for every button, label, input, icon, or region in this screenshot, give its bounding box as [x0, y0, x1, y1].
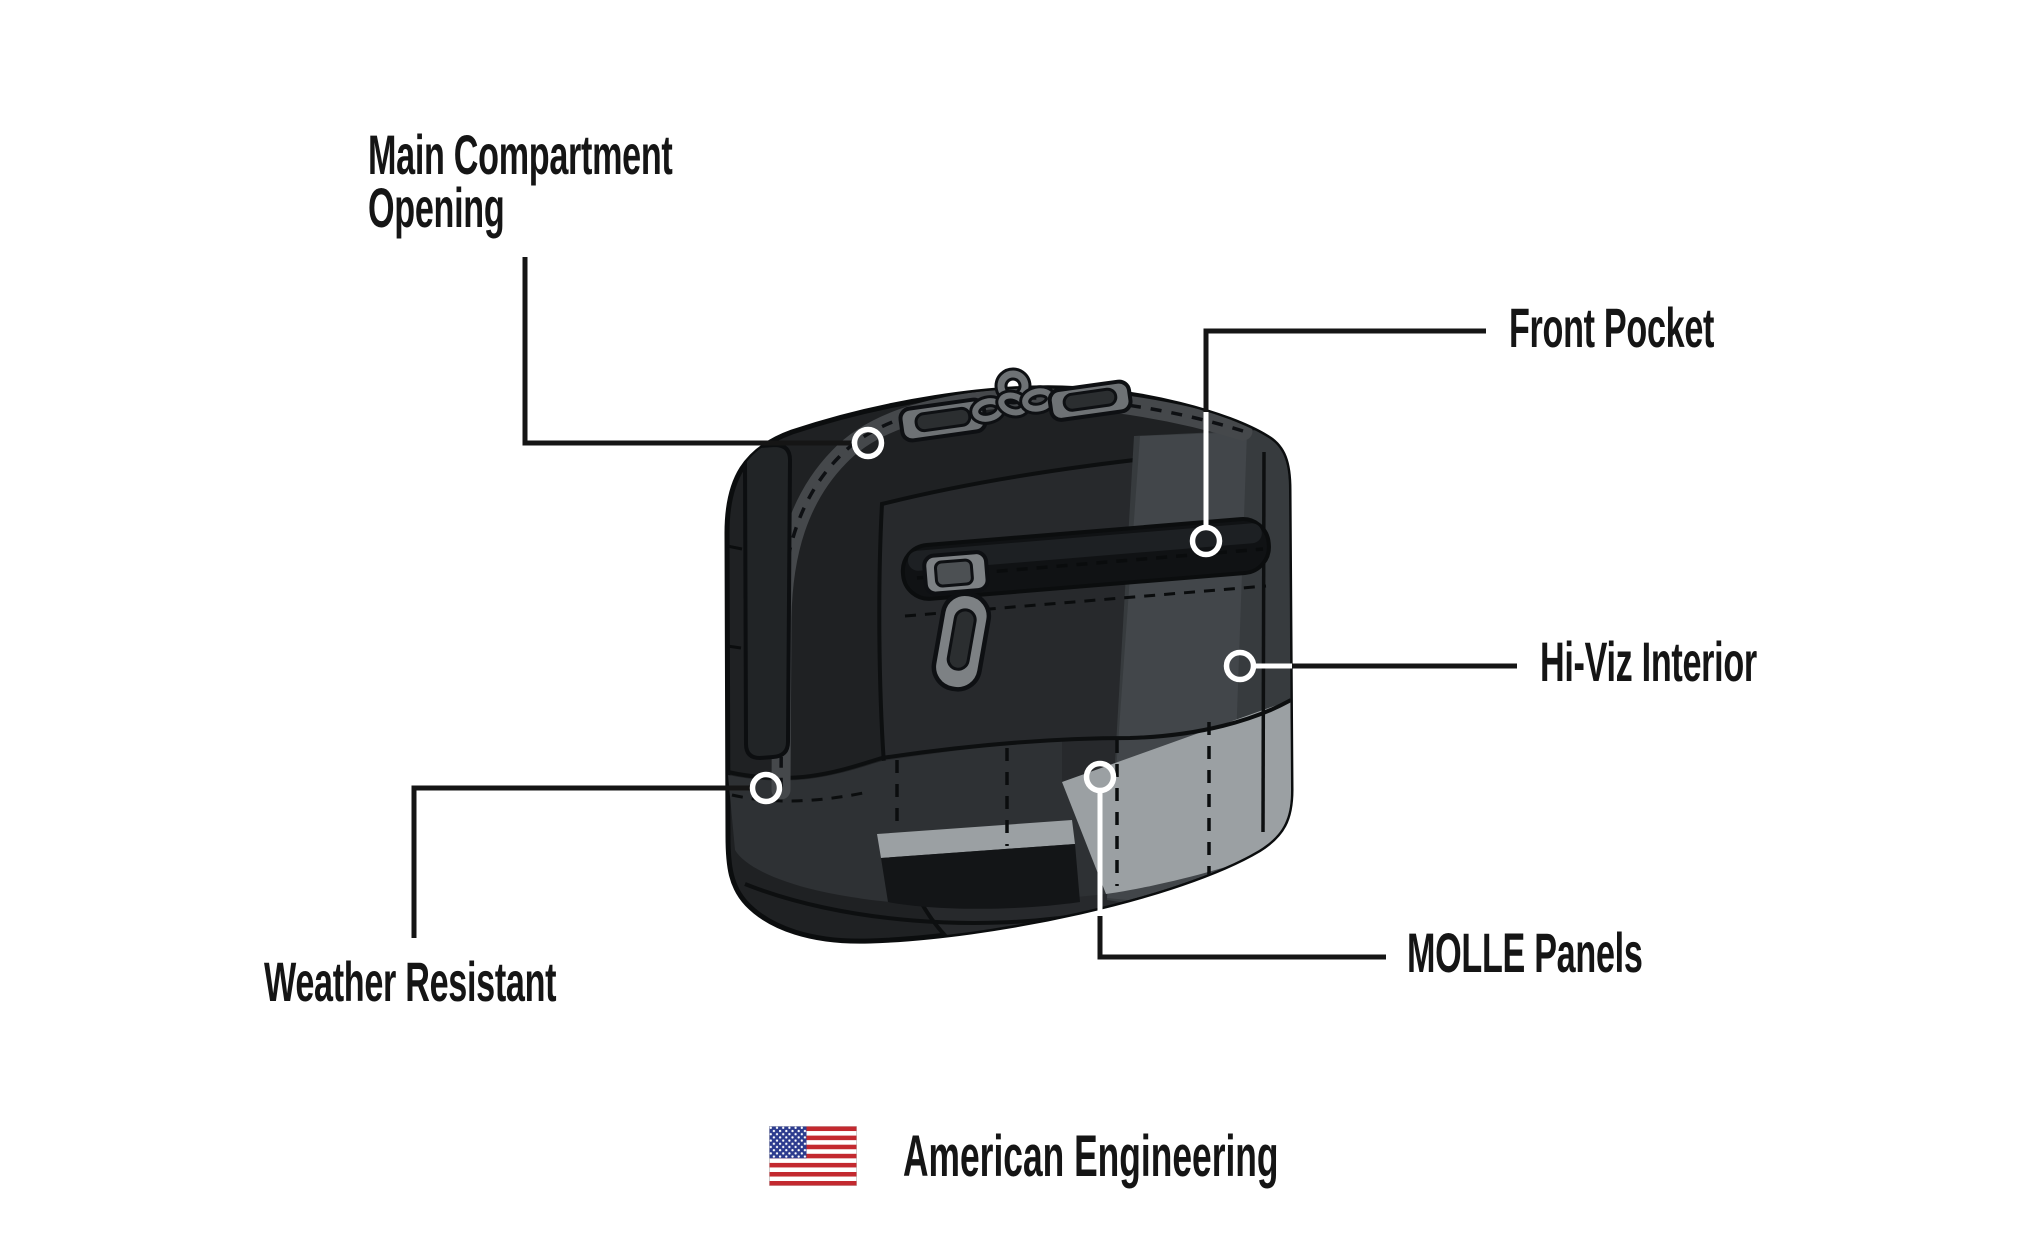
label-main-compartment-opening: Main Compartment Opening — [368, 123, 673, 239]
label-main-line2: Opening — [368, 176, 505, 239]
leader-lines — [411, 257, 1517, 960]
feature-markers — [749, 426, 1257, 805]
label-main-line1: Main Compartment — [368, 123, 673, 186]
label-hi-viz-interior: Hi-Viz Interior — [1540, 630, 1757, 693]
marker-front-pocket — [1189, 524, 1223, 558]
marker-weather-resistant — [749, 771, 783, 805]
label-molle-panels: MOLLE Panels — [1407, 921, 1643, 984]
marker-main-compartment — [851, 426, 885, 460]
molle-stitches — [895, 722, 1211, 886]
footer-tagline: American Engineering — [903, 1124, 1279, 1189]
zipper-slider — [922, 550, 990, 596]
top-zipper-hardware — [898, 367, 1133, 443]
hi-viz-floor — [1062, 700, 1291, 894]
zipper-pull-tab — [931, 591, 992, 692]
label-weather-resistant: Weather Resistant — [264, 950, 557, 1013]
pouch-body — [724, 367, 1294, 944]
us-flag-icon — [769, 1126, 857, 1186]
marker-hi-viz-interior — [1223, 649, 1257, 683]
label-front-pocket: Front Pocket — [1509, 296, 1715, 359]
front-pocket-zipper — [900, 517, 1271, 692]
marker-molle-panels — [1083, 760, 1117, 794]
side-webbing-strip — [742, 442, 793, 761]
